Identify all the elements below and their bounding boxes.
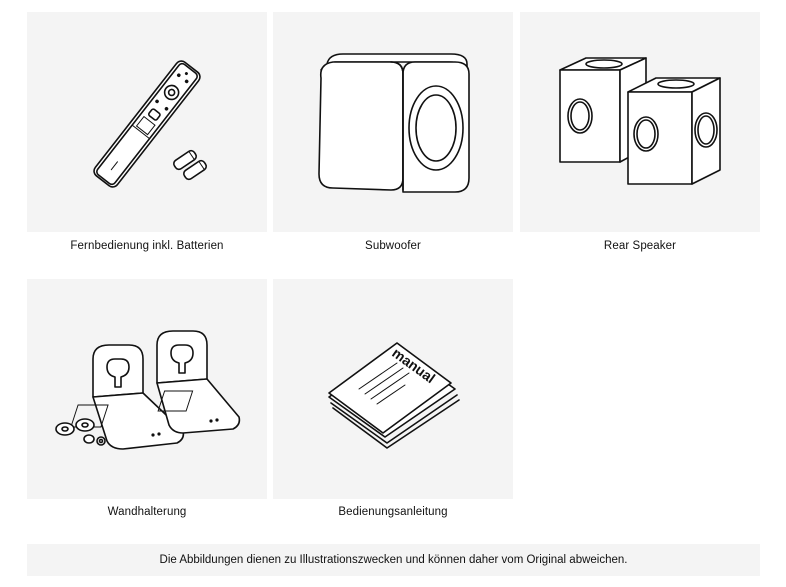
item-tile-subwoofer (273, 12, 513, 232)
wall-mount-icon (55, 330, 241, 450)
item-label: Subwoofer (365, 240, 421, 252)
item-tile-rear-speaker (520, 12, 760, 232)
item-tile-remote (27, 12, 267, 232)
manual-icon: manual (328, 342, 460, 449)
disclaimer-text: Die Abbildungen dienen zu Illustrationsz… (27, 544, 760, 576)
item-label: Rear Speaker (603, 240, 677, 252)
item-label: Fernbedienung inkl. Batterien (70, 240, 224, 252)
rear-speaker-icon (559, 57, 721, 185)
item-label: Wandhalterung (107, 506, 187, 518)
remote-control-icon (93, 60, 207, 188)
item-label: Bedienungsanleitung (338, 506, 448, 518)
item-tile-manual: manual (273, 279, 513, 499)
subwoofer-icon (318, 53, 470, 193)
item-tile-wall-mount (27, 279, 267, 499)
